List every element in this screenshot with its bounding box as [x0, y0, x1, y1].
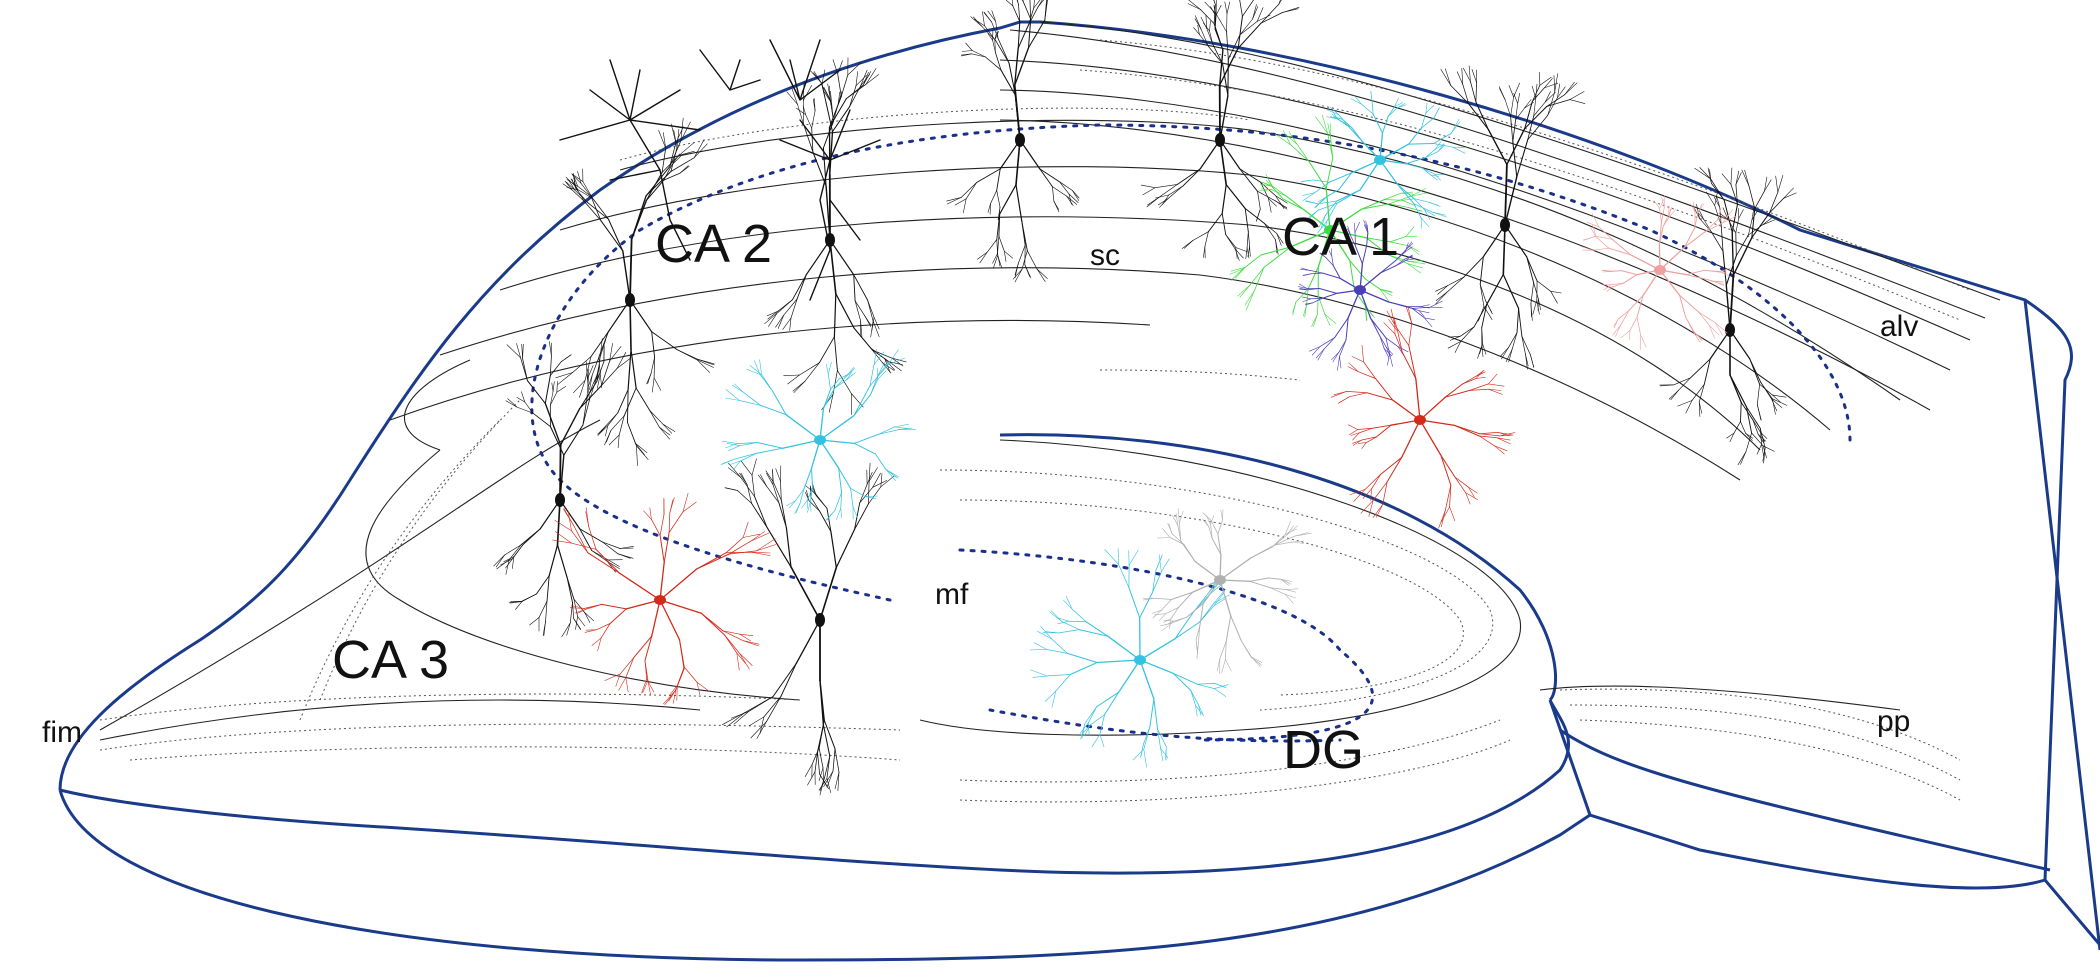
ca2-pyramidal-4: [1141, 0, 1299, 260]
ca1-red-interneuron: [1331, 306, 1515, 528]
ca3-cyan-interneuron: [721, 349, 916, 521]
ca3-pyramidal-1-soma: [555, 493, 565, 507]
ca2-pyramidal-3: [556, 118, 715, 466]
ca1-purple-interneuron-soma: [1354, 285, 1366, 295]
ca3-label: CA 3: [332, 630, 449, 690]
mf-label: mf: [935, 578, 969, 611]
ca3-pyramidal-1: [494, 339, 634, 637]
ca2-pyramidal-2: [947, 0, 1080, 282]
pp-label: pp: [1877, 705, 1910, 738]
ca3-red-interneuron: [553, 493, 776, 705]
ca1-red-interneuron-soma: [1414, 415, 1426, 425]
fim-label: fim: [42, 716, 82, 749]
dg-granule-gray: [1143, 509, 1311, 674]
ca2-pyramidal-3-soma: [625, 293, 635, 307]
neuron-drawings: [494, 0, 1797, 795]
ca1-pyramidal-1-soma: [1500, 218, 1510, 232]
dg-granule-cyan-soma: [1134, 655, 1146, 665]
dg-granule-gray-soma: [1214, 575, 1226, 585]
ca1-pyramidal-1: [1436, 66, 1585, 369]
ca1-pink-interneuron-soma: [1654, 265, 1666, 275]
ca3-cyan-interneuron-soma: [814, 435, 826, 445]
ca1-cyan-interneuron-soma: [1374, 155, 1386, 165]
dg-label: DG: [1283, 720, 1364, 780]
ca2-pyramidal-2-soma: [1015, 133, 1025, 147]
ca1-pink-interneuron: [1581, 196, 1737, 350]
ca1-pyramidal-2-soma: [1725, 323, 1735, 337]
ca1-label: CA 1: [1282, 207, 1399, 267]
ca3-red-interneuron-soma: [654, 595, 666, 605]
tissue-block-outline: [60, 22, 2100, 960]
ca2-pyramidal-1: [765, 58, 907, 415]
ca2-label: CA 2: [655, 214, 772, 274]
alv-label: alv: [1880, 310, 1918, 343]
sc-label: sc: [1090, 239, 1120, 272]
ca2-pyramidal-1-soma: [825, 233, 835, 247]
ca3-pyramidal-2-soma: [815, 613, 825, 627]
ca2-pyramidal-4-soma: [1215, 133, 1225, 147]
